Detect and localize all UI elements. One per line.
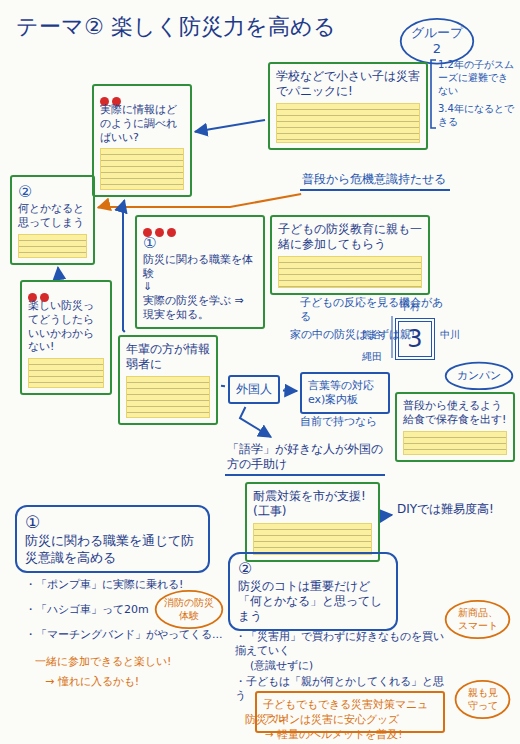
node-text: グループ2 — [409, 25, 465, 58]
node-text: 実際に情報はどのように調べればいい? — [100, 103, 184, 144]
vote-dots — [28, 287, 104, 297]
sticky-group-box: 外国人 — [228, 375, 280, 404]
node-text: ⇓ — [143, 280, 257, 294]
note-label: → 軽量のヘルメットを普及! — [265, 728, 465, 742]
note-label: 子どもの反応を見る機会がある — [300, 296, 450, 323]
sticky-note — [126, 376, 210, 418]
sticky-group-box: 子どもでもできる災害対策マニュアル! — [255, 691, 445, 733]
vote-dot — [167, 228, 176, 237]
sticky-group-box: 実際に情報はどのように調べればいい? — [92, 84, 192, 197]
cloud-bubble: 親も見守って — [455, 680, 510, 719]
note-label: 一緒に参加できると楽しい! — [35, 655, 215, 669]
note-label: (意識せずに) — [250, 659, 370, 673]
summary-box: ①防災に関わる職業を通じて防災意識を高める — [15, 505, 210, 573]
sticky-group-box: 子どもの防災教育に親も一緒に参加してもらう — [270, 215, 430, 295]
sticky-group-box: ②何とかなると思ってしまう — [10, 175, 95, 265]
sticky-group-box: 耐震対策を市が支援!(工事) — [245, 482, 380, 562]
note-label: 縄田 — [362, 350, 394, 363]
sticky-note — [100, 148, 184, 190]
connector-arrow — [58, 268, 59, 278]
node-heading: ② — [238, 559, 388, 579]
node-text: 耐震対策を市が支援!(工事) — [253, 489, 372, 519]
node-text: カンパン — [454, 369, 504, 383]
poster-title: テーマ② 楽しく防災力を高める — [16, 12, 336, 42]
note-label: 熊谷 — [362, 328, 394, 341]
note-label: 3.4年になるとできる — [438, 102, 516, 128]
note-label: 中村 — [400, 300, 440, 313]
sticky-note — [278, 256, 422, 288]
note-label: ・「災害用」で買わずに好きなものを買い揃えていく — [235, 630, 450, 657]
sticky-group-box: 楽しい防災ってどうしたらいいかわからない! — [20, 280, 112, 395]
cloud-bubble: グループ2 — [400, 18, 474, 65]
note-label: ・子どもは「親が何とかしてくれる」と思う — [235, 675, 453, 702]
sticky-group-box: 年輩の方が情報弱者に — [118, 335, 218, 425]
node-text: 実際の防災を学ぶ ⇒ 現実を知る。 — [143, 294, 257, 322]
node-text: 新商品、スマート — [454, 607, 501, 632]
note-label: 防災ズキンは災害に安心グッズ — [245, 713, 445, 727]
node-text: 年輩の方が情報弱者に — [126, 342, 210, 372]
sticky-note — [276, 103, 420, 143]
connector-arrow — [283, 390, 297, 393]
node-text: 普段から使えるよう給食で保存食を出す! — [403, 399, 507, 427]
sticky-group-box: 学校などで小さい子は災害でパニックに! — [268, 62, 428, 150]
note-label: 1.2年の子がスムーズに避難できない — [438, 58, 516, 97]
sticky-note — [18, 234, 87, 258]
connector-arrow — [123, 200, 125, 332]
note-label: → 憧れに入るかも! — [45, 675, 205, 689]
sticky-note — [403, 431, 507, 455]
node-heading: ① — [25, 512, 200, 533]
node-text: 防災に関わる職業を体験 — [143, 253, 257, 281]
node-text: 防災に関わる職業を通じて防災意識を高める — [25, 533, 200, 566]
connector-arrow — [195, 120, 265, 132]
node-text: 親も見守って — [464, 687, 501, 712]
sticky-group-box: 普段から使えるよう給食で保存食を出す! — [395, 392, 515, 462]
connector-arrow — [221, 385, 225, 387]
note-text: DIYでは難易度高! — [395, 500, 510, 519]
node-text: 学校などで小さい子は災害でパニックに! — [276, 69, 420, 99]
sticky-group-box: ①防災に関わる職業を体験⇓実際の防災を学ぶ ⇒ 現実を知る。 — [135, 215, 265, 329]
connector-arrow — [383, 514, 392, 517]
sticky-group-box: 言葉等の対応 ex)案内板 — [300, 372, 390, 414]
node-text: 防災のコトは重要だけど「何とかなる」と思ってしまう — [238, 579, 388, 624]
node-text: 楽しい防災ってどうしたらいいかわからない! — [28, 299, 104, 354]
sticky-note — [28, 358, 104, 388]
node-text: 外国人 — [236, 382, 272, 397]
underlined-note: 「語学」が好きな人が外国の方の手助け — [225, 440, 385, 476]
node-text: 「語学」が好きな人が外国の方の手助け — [227, 442, 383, 472]
note-label: ・「ハシゴ車」って20m — [25, 603, 153, 617]
node-text: 言葉等の対応 ex)案内板 — [308, 379, 382, 407]
node-heading: ② — [18, 182, 87, 202]
cloud-bubble: カンパン — [445, 362, 513, 390]
node-text: DIYでは難易度高! — [397, 502, 508, 517]
cloud-bubble: 新商品、スマート — [445, 600, 510, 639]
note-label: ・「ポンプ車」に実際に乗れる! — [25, 578, 215, 592]
note-label: 自前で持つなら — [300, 415, 400, 429]
note-label: 中川 — [440, 328, 472, 341]
underlined-note: 普段から危機意識持たせる — [300, 170, 450, 191]
node-text: 子どもの防災教育に親も一緒に参加してもらう — [278, 222, 422, 252]
node-heading: ① — [143, 234, 257, 253]
node-text: 消防の防災体験 — [164, 597, 214, 622]
note-label: ・「マーチングバンド」がやってくる… — [25, 628, 230, 642]
sticky-note — [253, 523, 372, 555]
vote-dots — [100, 91, 184, 101]
node-text: 普段から危機意識持たせる — [302, 172, 448, 187]
connector-arrow — [240, 407, 271, 437]
cloud-bubble: 消防の防災体験 — [155, 590, 223, 629]
summary-box: ②防災のコトは重要だけど「何とかなる」と思ってしまう — [228, 552, 398, 631]
vote-dots — [143, 222, 257, 232]
node-text: 何とかなると思ってしまう — [18, 202, 87, 230]
bracket — [431, 60, 436, 128]
